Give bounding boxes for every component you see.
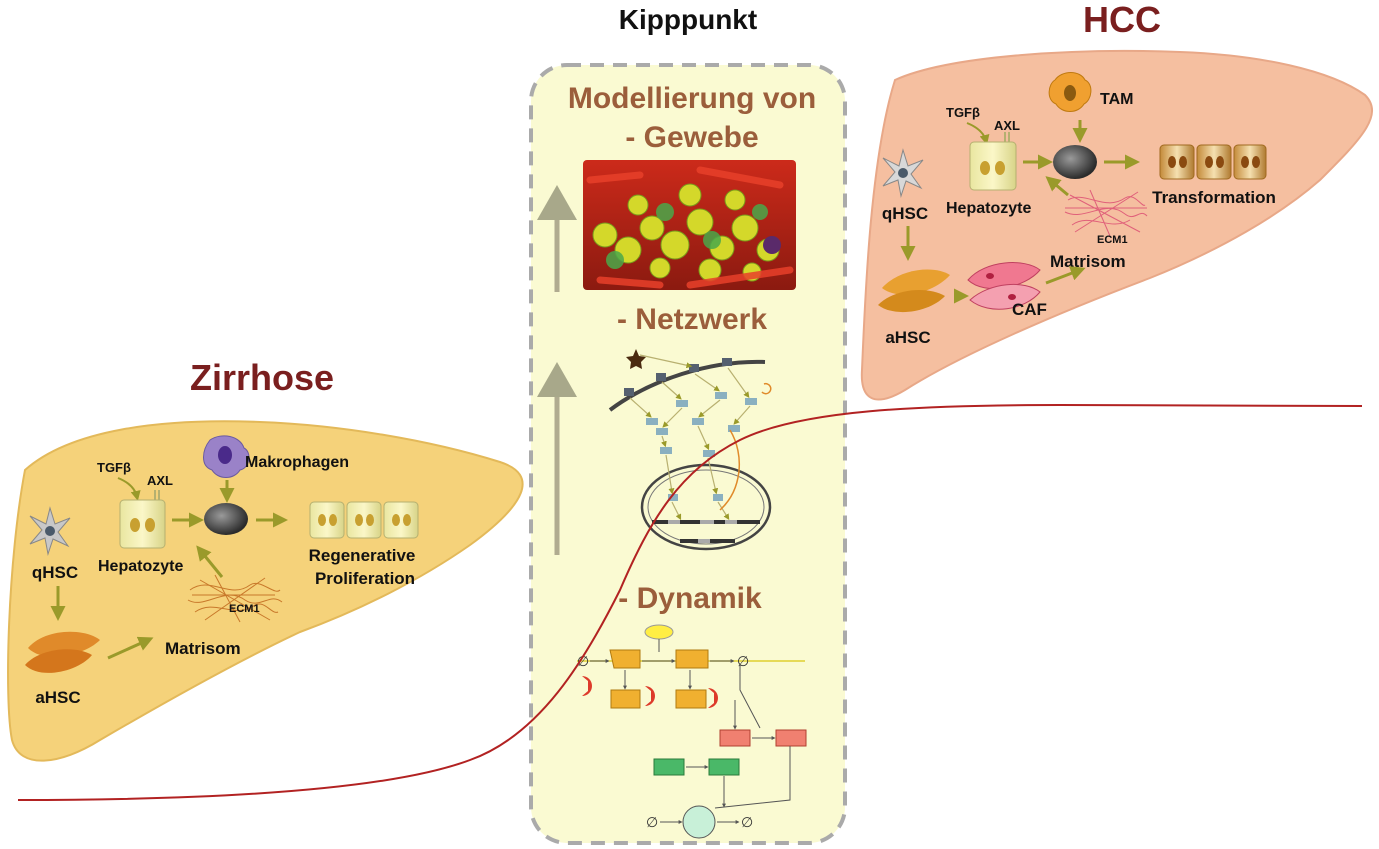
tissue-heading: - Gewebe: [625, 121, 758, 154]
cirrhosis-axl-label: AXL: [147, 473, 173, 488]
activated-cell-icon: [204, 503, 248, 535]
activated-cell-icon: [1053, 145, 1097, 179]
tissue-model-image: [583, 160, 796, 290]
network-heading: - Netzwerk: [617, 303, 767, 336]
hcc-qhsc-label: qHSC: [882, 204, 928, 223]
caf-cell-icon: [967, 262, 1041, 310]
hcc-axl-label: AXL: [994, 118, 1020, 133]
cirrhosis-title: Zirrhose: [190, 357, 334, 398]
ecm-fibers-icon: [187, 574, 283, 623]
degradation-symbol: ∅: [741, 814, 753, 830]
hcc-liver-shape: [860, 49, 1373, 401]
cirrhosis-ecm1-label: ECM1: [229, 603, 260, 615]
cirrhosis-hepatocyte-label: Hepatozyte: [98, 558, 183, 575]
regenerative-label-line1: Regenerative: [309, 546, 416, 565]
tipping-point-curve: [17, 403, 1363, 801]
hepatocyte-icon: [119, 490, 166, 549]
qhsc-cell-icon: [882, 148, 924, 198]
scale-up-arrow-icon: [537, 185, 577, 292]
regenerative-cells-icon: [309, 501, 419, 539]
hcc-tam-label: TAM: [1100, 91, 1133, 108]
hcc-hepatocyte-label: Hepatozyte: [946, 200, 1031, 217]
tipping-point-title: Kipppunkt: [619, 4, 757, 35]
hcc-tgfb-label: TGFβ: [946, 105, 980, 120]
degradation-symbol: ∅: [737, 653, 749, 669]
hcc-matrisome-label: Matrisom: [1050, 252, 1126, 271]
ecm-fibers-icon: [1064, 189, 1148, 237]
transformation-label: Transformation: [1152, 188, 1276, 207]
hcc-ahsc-label: aHSC: [885, 328, 930, 347]
cirrhosis-ahsc-label: aHSC: [35, 688, 80, 707]
transformed-cells-icon: [1159, 144, 1267, 180]
dynamics-heading: - Dynamik: [618, 582, 762, 615]
ahsc-cell-icon: [878, 269, 950, 313]
degradation-symbol: ∅: [577, 653, 589, 669]
hcc-ecm1-label: ECM1: [1097, 234, 1128, 246]
degradation-symbol: ∅: [646, 814, 658, 830]
hcc-liver: [860, 49, 1373, 401]
tam-cell-icon: [1048, 72, 1092, 112]
macrophage-icon: [203, 435, 250, 478]
signaling-network-diagram: [608, 349, 772, 551]
cirrhosis-matrisome-label: Matrisom: [165, 639, 241, 658]
caf-label: CAF: [1012, 300, 1047, 319]
hepatocyte-icon: [969, 132, 1017, 191]
modeling-heading: Modellierung von: [568, 82, 816, 115]
regenerative-label-line2: Proliferation: [315, 569, 415, 588]
cirrhosis-liver: [7, 420, 524, 762]
scale-up-arrow-icon: [537, 362, 577, 555]
dynamic-model-diagram: ∅ ∅ ∅ ∅: [577, 624, 807, 839]
cirrhosis-tgfb-label: TGFβ: [97, 460, 131, 475]
macrophages-label: Makrophagen: [245, 454, 349, 471]
cirrhosis-liver-shape: [7, 420, 524, 762]
ahsc-cell-icon: [25, 631, 100, 673]
qhsc-cell-icon: [29, 506, 71, 556]
hcc-title: HCC: [1083, 0, 1161, 40]
cirrhosis-qhsc-label: qHSC: [32, 563, 78, 582]
